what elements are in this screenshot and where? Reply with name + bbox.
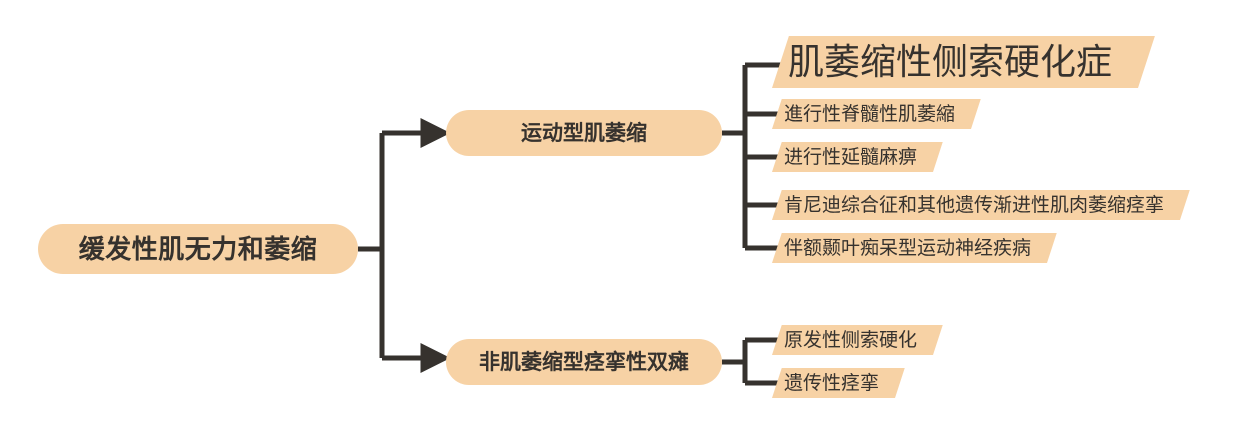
leaf-node-kennedy-label: 肯尼迪综合征和其他遗传渐进性肌肉萎缩痉挛: [784, 195, 1165, 216]
leaf-node-pls[interactable]: 原发性侧索硬化: [772, 325, 943, 355]
leaf-node-psma[interactable]: 進行性脊髓性肌萎縮: [772, 99, 981, 129]
leaf-node-psma-label: 進行性脊髓性肌萎縮: [784, 104, 956, 125]
leaf-node-hs[interactable]: 遗传性痉挛: [772, 368, 905, 398]
leaf-node-hs-label: 遗传性痉挛: [784, 373, 880, 394]
branch-node-motor-label: 运动型肌萎缩: [521, 121, 647, 145]
leaf-node-pls-label: 原发性侧索硬化: [784, 330, 918, 351]
leaf-node-als-label: 肌萎缩性侧索硬化症: [788, 41, 1113, 82]
leaf-node-mnd-ftd[interactable]: 伴额颞叶痴呆型运动神经疾病: [772, 233, 1057, 263]
leaf-node-pbp-label: 进行性延髓麻痹: [784, 147, 918, 168]
leaf-node-pbp[interactable]: 进行性延髓麻痹: [772, 142, 943, 172]
root-node[interactable]: 缓发性肌无力和萎缩: [38, 224, 358, 274]
branch-node-spastic-label: 非肌萎缩型痉挛性双瘫: [479, 350, 689, 374]
leaf-node-kennedy[interactable]: 肯尼迪综合征和其他遗传渐进性肌肉萎缩痉挛: [772, 190, 1190, 220]
leaf-node-als[interactable]: 肌萎缩性侧索硬化症: [772, 36, 1155, 88]
branch-node-motor[interactable]: 运动型肌萎缩: [446, 110, 722, 156]
root-node-label: 缓发性肌无力和萎缩: [78, 234, 318, 264]
branch-node-spastic[interactable]: 非肌萎缩型痉挛性双瘫: [446, 339, 722, 385]
leaf-node-mnd-ftd-label: 伴额颞叶痴呆型运动神经疾病: [784, 238, 1032, 259]
